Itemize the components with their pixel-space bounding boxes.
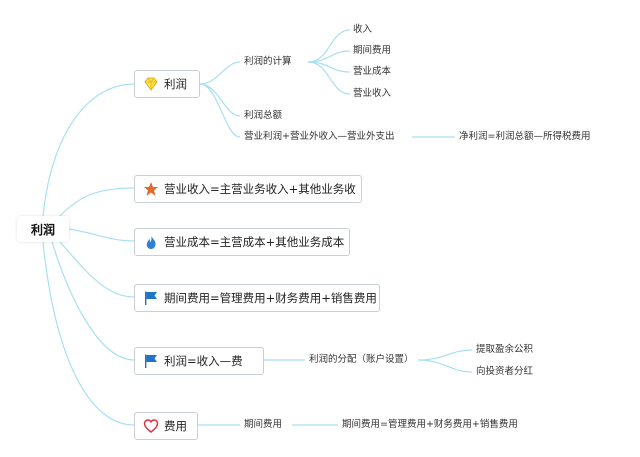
leaf-period-expense[interactable]: 期间费用 xyxy=(353,45,392,56)
star-icon xyxy=(143,181,159,197)
flag-icon xyxy=(143,353,159,369)
leaf-surplus-reserve[interactable]: 提取盈余公积 xyxy=(476,344,534,355)
subtopic-period-expense[interactable]: 期间费用 xyxy=(244,419,283,430)
leaf-net-profit-formula[interactable]: 净利润=利润总额—所得税费用 xyxy=(459,131,591,142)
topic-label: 利润 xyxy=(164,77,187,91)
root-node[interactable]: 利润 xyxy=(17,216,69,242)
subtopic-total-profit[interactable]: 利润总额 xyxy=(244,110,283,121)
leaf-investor-dividend[interactable]: 向投资者分红 xyxy=(476,366,534,377)
topic-operating-revenue[interactable]: 营业收入=主营业务收入+其他业务收 xyxy=(134,175,362,203)
topic-profit[interactable]: 利润 xyxy=(134,70,200,98)
subtopic-operating-profit-formula[interactable]: 营业利润+营业外收入—营业外支出 xyxy=(244,131,395,142)
topic-label: 期间费用=管理费用+财务费用+销售费用 xyxy=(164,291,377,305)
subtopic-profit-distribution[interactable]: 利润的分配（账户设置） xyxy=(309,354,414,365)
topic-label: 营业收入=主营业务收入+其他业务收 xyxy=(164,182,356,196)
subtopic-profit-calculation[interactable]: 利润的计算 xyxy=(244,56,292,67)
topic-period-expense[interactable]: 期间费用=管理费用+财务费用+销售费用 xyxy=(134,284,380,312)
leaf-income[interactable]: 收入 xyxy=(353,24,373,35)
leaf-operating-cost[interactable]: 营业成本 xyxy=(353,66,392,77)
root-label: 利润 xyxy=(30,222,55,237)
topic-operating-cost[interactable]: 营业成本=主营成本+其他业务成本 xyxy=(134,228,350,256)
topic-profit-equation[interactable]: 利润=收入—费 xyxy=(134,347,264,375)
topic-label: 费用 xyxy=(164,419,187,433)
flag-icon xyxy=(143,290,159,306)
topic-label: 利润=收入—费 xyxy=(164,354,243,368)
leaf-operating-revenue[interactable]: 营业收入 xyxy=(353,88,392,99)
gem-icon xyxy=(143,76,159,92)
topic-expense[interactable]: 费用 xyxy=(134,412,198,440)
flame-icon xyxy=(143,234,159,250)
leaf-period-expense-formula[interactable]: 期间费用=管理费用+财务费用+销售费用 xyxy=(342,419,518,430)
topic-label: 营业成本=主营成本+其他业务成本 xyxy=(164,235,345,249)
heart-icon xyxy=(143,418,159,434)
